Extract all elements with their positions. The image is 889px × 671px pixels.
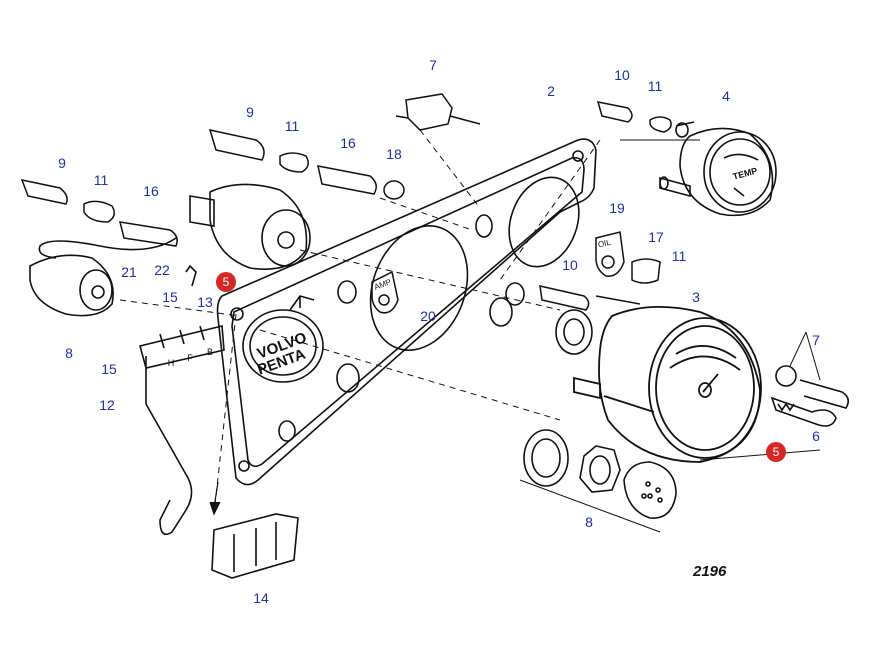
bulb-holder-cap xyxy=(623,461,677,519)
ignition-switch xyxy=(209,183,308,270)
label-part-2: 2 xyxy=(547,83,555,99)
bulb-lower xyxy=(595,295,641,305)
label-part-7-top: 7 xyxy=(429,57,437,73)
label-part-11-right: 11 xyxy=(671,248,687,264)
label-part-8-left: 8 xyxy=(65,345,73,361)
label-part-14: 14 xyxy=(253,590,269,606)
oil-tag xyxy=(595,231,625,277)
label-part-17: 17 xyxy=(648,229,664,245)
label-part-11-top: 11 xyxy=(647,78,663,94)
label-part-7-right: 7 xyxy=(812,332,820,348)
bulb-right xyxy=(649,116,672,133)
callout-marker-right: 5 xyxy=(766,442,786,462)
label-part-19: 19 xyxy=(609,200,625,216)
label-part-16-mid: 16 xyxy=(340,135,356,151)
callout-marker-left: 5 xyxy=(216,272,236,292)
bulb-holder-left xyxy=(20,178,68,205)
label-part-18: 18 xyxy=(386,146,402,162)
lamp-socket-left xyxy=(118,221,178,247)
cable-21 xyxy=(38,237,177,259)
label-part-20: 20 xyxy=(420,308,436,324)
hex-nut xyxy=(579,445,621,493)
label-part-11-left: 11 xyxy=(93,172,109,188)
sealing-ring xyxy=(523,429,569,487)
figure-number: 2196 xyxy=(693,563,727,580)
instrument-panel xyxy=(216,138,597,486)
lock-nut xyxy=(775,365,797,387)
label-part-9-left: 9 xyxy=(58,155,66,171)
cable-tie-22 xyxy=(185,264,197,287)
label-part-4: 4 xyxy=(722,88,730,104)
connector-block-14 xyxy=(211,513,299,579)
label-part-13: 13 xyxy=(197,294,213,310)
key xyxy=(770,396,837,427)
bulb-holder-mid xyxy=(208,128,265,161)
terminal-letter-b: B xyxy=(206,347,214,357)
rubber-ring xyxy=(555,309,593,355)
label-part-21: 21 xyxy=(121,264,137,280)
sealing-washer xyxy=(383,180,405,200)
bulb-holder-lower xyxy=(539,285,590,311)
label-part-10-top: 10 xyxy=(614,67,630,83)
label-part-3: 3 xyxy=(692,289,700,305)
terminal-strip-13 xyxy=(139,325,225,369)
terminal-letter-f: F xyxy=(187,353,193,363)
label-part-9-mid: 9 xyxy=(246,104,254,120)
amp-tag xyxy=(371,270,399,314)
label-part-6: 6 xyxy=(812,428,820,444)
terminal-letter-h: H xyxy=(167,358,175,368)
oil-tag-text: OIL xyxy=(597,238,612,250)
bulb-left xyxy=(83,200,115,223)
pressure-switch xyxy=(631,258,661,284)
label-part-16-left: 16 xyxy=(143,183,159,199)
label-part-11-mid: 11 xyxy=(284,118,300,134)
lock-cylinder xyxy=(799,379,850,409)
label-part-12: 12 xyxy=(99,397,115,413)
label-part-10-lower: 10 xyxy=(562,257,578,273)
lamp-socket-mid xyxy=(317,165,377,195)
sender-unit xyxy=(405,93,453,131)
label-part-15-upper: 15 xyxy=(162,289,178,305)
bracket-12 xyxy=(145,403,193,536)
label-part-22: 22 xyxy=(154,262,170,278)
warning-buzzer xyxy=(29,254,114,317)
label-part-8-bottom: 8 xyxy=(585,514,593,530)
temp-gauge-text: TEMP xyxy=(732,166,759,182)
bulb-mid xyxy=(279,152,309,173)
label-part-15-lower: 15 xyxy=(101,361,117,377)
bulb-holder-right xyxy=(596,101,633,123)
